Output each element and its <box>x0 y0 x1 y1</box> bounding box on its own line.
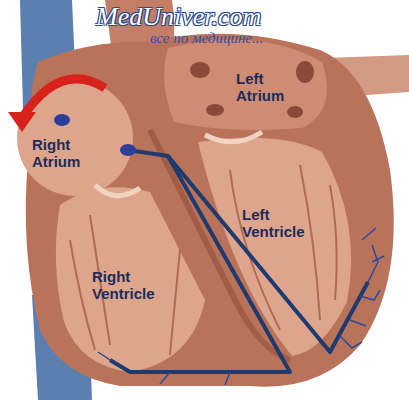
left-atrium-cavity <box>164 40 327 130</box>
part-name: Right Atrium <box>32 136 96 171</box>
part-name: Left Atrium <box>236 70 302 105</box>
part-name: Left Ventricle <box>242 206 312 241</box>
av-node <box>120 144 136 156</box>
vein-opening <box>287 106 303 118</box>
watermark: все по медицине... <box>150 30 350 47</box>
mitral-valve <box>205 132 262 142</box>
purkinje-fibers <box>98 228 384 385</box>
arrow-head <box>8 112 36 132</box>
tricuspid-valve <box>95 185 140 196</box>
sa-node <box>54 114 70 126</box>
vein-opening <box>296 61 314 83</box>
conduction-bundle <box>110 150 368 372</box>
trabeculae <box>70 165 337 355</box>
part-name: Right Ventricle <box>92 268 168 303</box>
vein-opening <box>190 62 210 78</box>
right-ventricle-cavity <box>56 187 205 372</box>
vein-opening <box>206 104 224 116</box>
watermark: MedUniver.com <box>96 2 326 32</box>
